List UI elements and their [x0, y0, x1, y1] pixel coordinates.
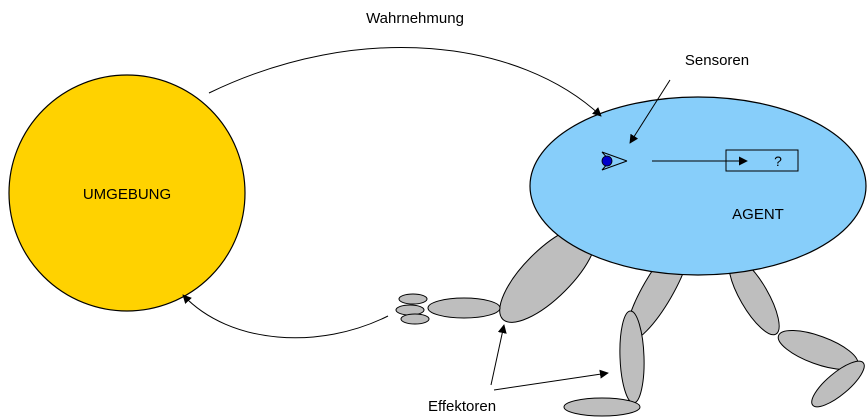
action-arrow	[183, 295, 388, 338]
perception-arrow	[209, 47, 601, 116]
effectors-label: Effektoren	[428, 398, 496, 415]
eye-pupil	[602, 156, 612, 166]
unknown-label: ?	[774, 153, 782, 169]
finger-bottom	[401, 314, 429, 324]
sensors-label: Sensoren	[685, 52, 749, 69]
perception-label: Wahrnehmung	[366, 10, 464, 27]
agent-label: AGENT	[732, 206, 784, 223]
left-foot	[564, 398, 640, 416]
forearm	[428, 298, 500, 318]
effectors-pointer-arm	[491, 325, 504, 385]
finger-top	[399, 294, 427, 304]
agent-body	[530, 97, 866, 275]
environment-label: UMGEBUNG	[83, 186, 171, 203]
finger-middle	[396, 305, 424, 315]
effectors-pointer-leg	[494, 373, 608, 390]
